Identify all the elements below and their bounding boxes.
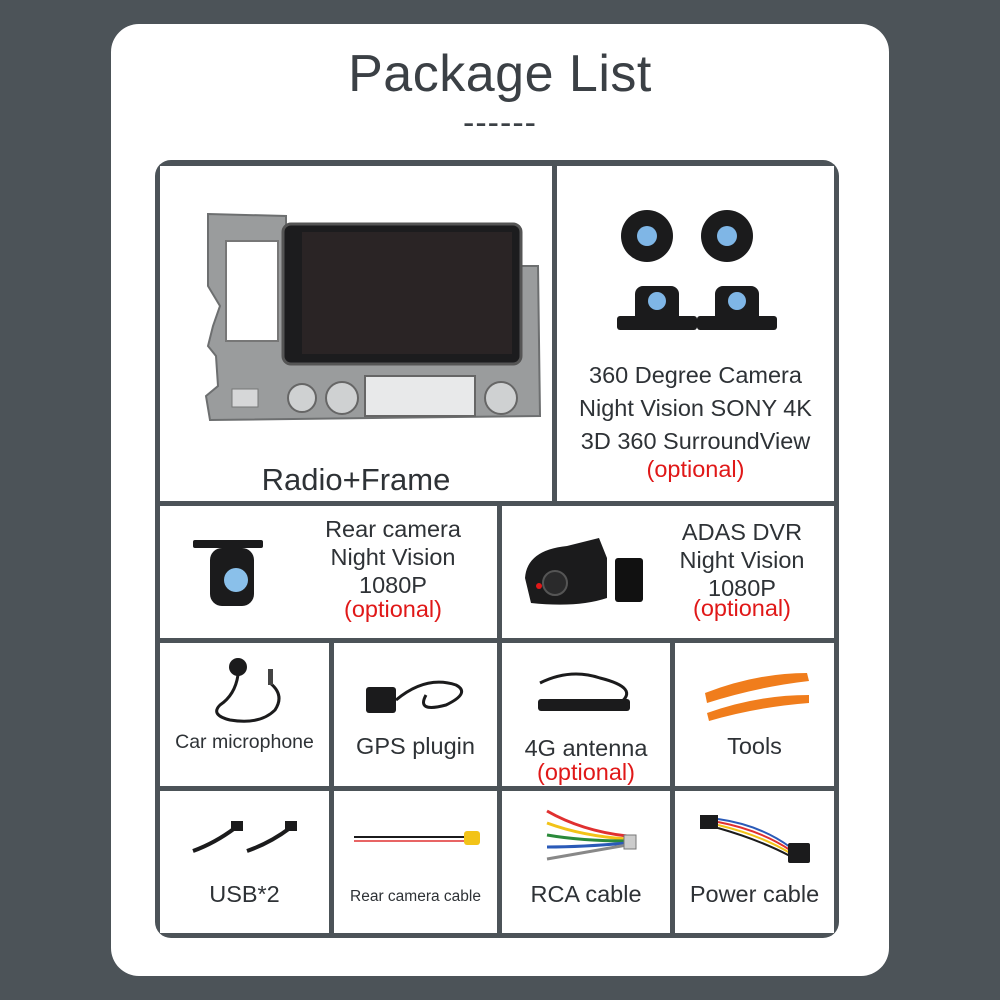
- item-tools: Tools: [675, 643, 834, 786]
- adas-dvr-line2: Night Vision: [679, 547, 805, 573]
- package-grid: Radio+Frame 360 Degree Camera Night Visi…: [155, 160, 839, 938]
- radio-frame-label: Radio+Frame: [261, 462, 451, 497]
- radio-frame-image: [204, 212, 542, 422]
- gps-image: [366, 680, 464, 713]
- rear-camera-cable-label: Rear camera cable: [350, 888, 481, 905]
- item-usb: USB*2: [160, 791, 329, 933]
- rear-camera-text: Rear camera Night Vision 1080P (optional…: [308, 516, 478, 624]
- item-rear-camera-cable: Rear camera cable: [334, 791, 497, 933]
- item-gps: GPS plugin: [334, 643, 497, 786]
- power-cable-image: [700, 815, 810, 863]
- rear-camera-cable-image: [354, 831, 480, 845]
- camera-360-optional: (optional): [646, 456, 745, 482]
- antenna-image: [538, 672, 630, 711]
- rca-cable-label: RCA cable: [530, 881, 642, 907]
- adas-dvr-line3: 1080P: [708, 575, 776, 601]
- antenna-label: 4G antenna: [524, 735, 648, 761]
- tools-image: [705, 673, 809, 721]
- item-4g-antenna: 4G antenna (optional): [502, 643, 670, 786]
- camera-360-line1: 360 Degree Camera: [589, 362, 802, 388]
- rear-camera-line3: 1080P: [359, 572, 427, 598]
- rear-camera-optional: (optional): [344, 596, 442, 622]
- title-divider: ------: [463, 104, 537, 142]
- camera-360-image: [617, 210, 777, 330]
- item-microphone: Car microphone: [160, 643, 329, 786]
- camera-360-text: 360 Degree Camera Night Vision SONY 4K 3…: [557, 362, 834, 484]
- rear-camera-image: [193, 540, 263, 606]
- item-adas-dvr: ADAS DVR Night Vision 1080P (optional): [502, 506, 834, 638]
- item-radio-frame: Radio+Frame: [160, 166, 552, 501]
- gps-label: GPS plugin: [356, 733, 475, 759]
- tools-label: Tools: [727, 733, 782, 759]
- item-rear-camera: Rear camera Night Vision 1080P (optional…: [160, 506, 497, 638]
- adas-dvr-text: ADAS DVR Night Vision 1080P (optional): [657, 519, 827, 623]
- item-rca-cable: RCA cable: [502, 791, 670, 933]
- microphone-image: [215, 658, 281, 723]
- microphone-label: Car microphone: [175, 731, 314, 753]
- page-title: Package List: [348, 45, 652, 103]
- usb-label: USB*2: [209, 881, 280, 907]
- antenna-text: 4G antenna (optional): [502, 735, 670, 786]
- rca-cable-image: [546, 809, 637, 861]
- adas-dvr-image: [525, 538, 643, 605]
- power-cable-label: Power cable: [689, 881, 820, 907]
- adas-dvr-line1: ADAS DVR: [681, 519, 803, 545]
- item-power-cable: Power cable: [675, 791, 834, 933]
- rear-camera-line1: Rear camera: [325, 516, 461, 542]
- camera-360-line2: Night Vision SONY 4K: [579, 395, 812, 421]
- camera-360-line3: 3D 360 SurroundView: [580, 428, 811, 454]
- usb-image: [192, 821, 297, 853]
- rear-camera-line2: Night Vision: [330, 544, 456, 570]
- antenna-optional: (optional): [537, 759, 635, 785]
- item-360-camera: 360 Degree Camera Night Vision SONY 4K 3…: [557, 166, 834, 501]
- adas-dvr-optional: (optional): [693, 595, 791, 621]
